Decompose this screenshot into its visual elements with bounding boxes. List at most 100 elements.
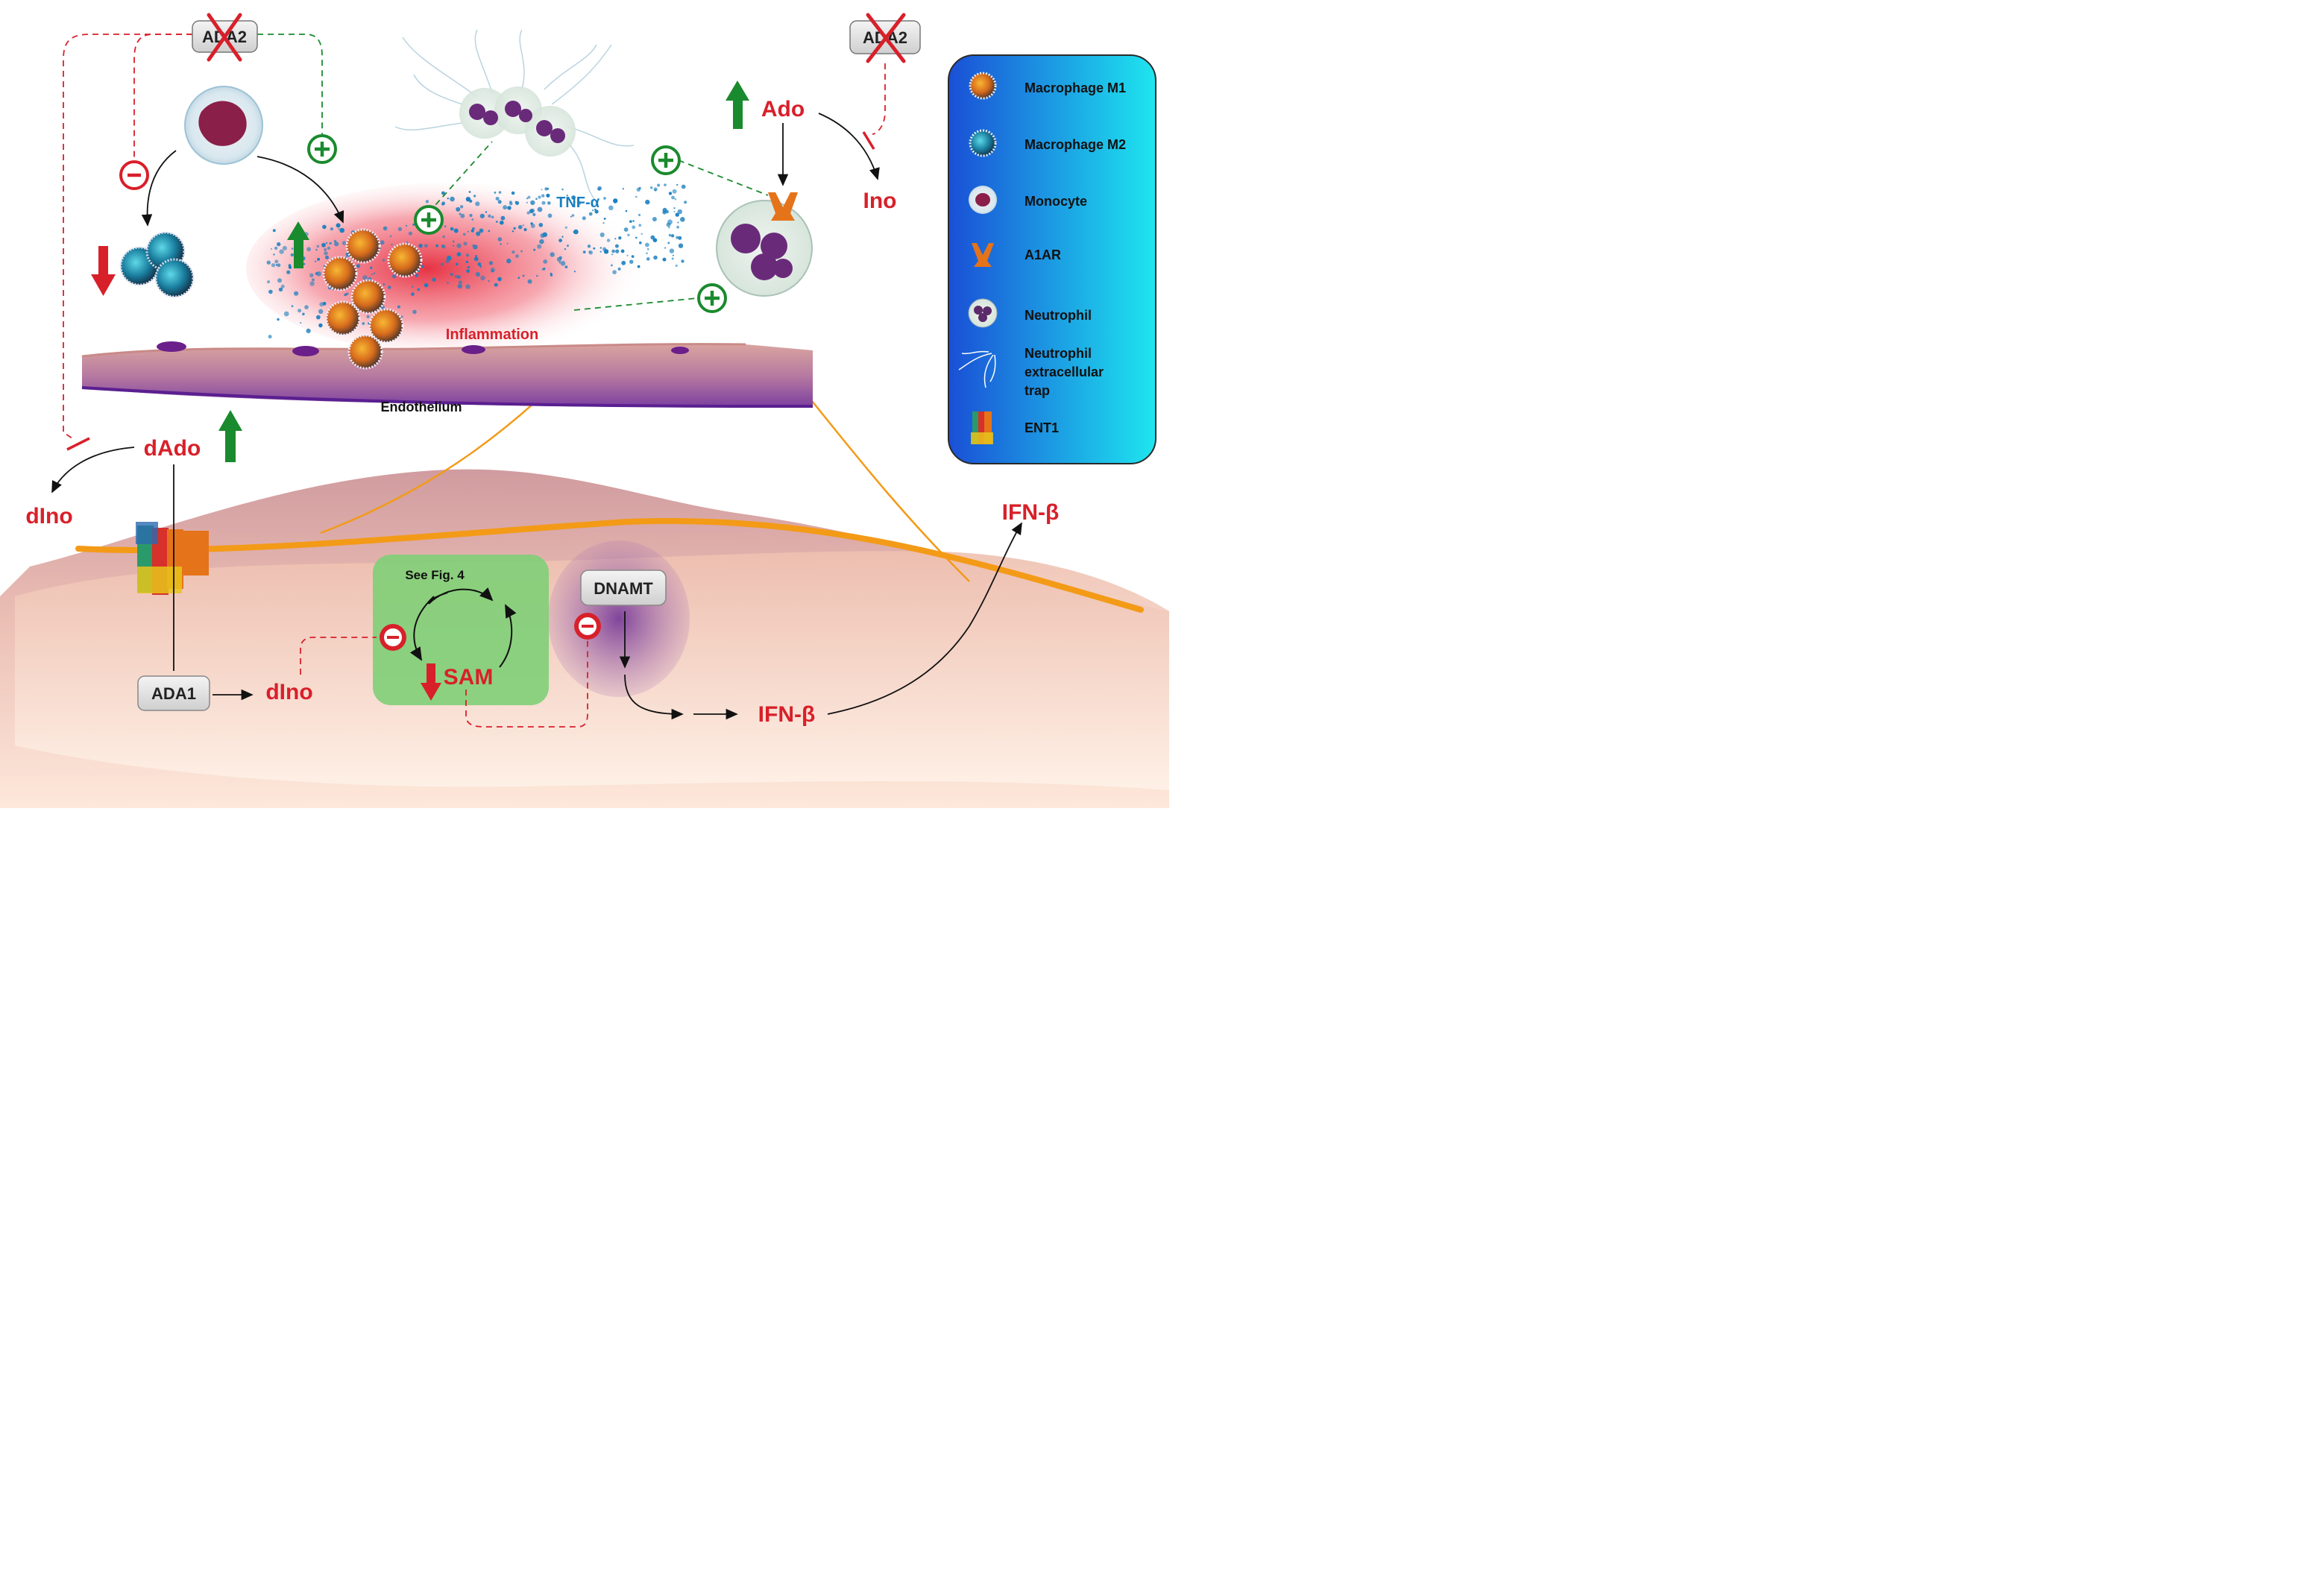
tnf-particle xyxy=(638,186,641,190)
tnf-particle xyxy=(334,242,339,247)
tnf-particle xyxy=(602,221,605,224)
tnf-particle xyxy=(632,225,636,230)
tnf-particle xyxy=(278,287,283,292)
tnf-particle xyxy=(667,242,670,245)
dnamt-label: DNAMT xyxy=(594,579,653,598)
tnf-particle xyxy=(488,230,491,233)
tnf-particle xyxy=(599,232,605,238)
ifn-beta-outer-label: IFN-β xyxy=(1002,500,1060,525)
tnf-particle xyxy=(342,241,347,245)
tnf-particle xyxy=(677,221,679,224)
tnf-particle xyxy=(460,213,465,218)
tnf-particle xyxy=(627,233,630,236)
tnf-particle xyxy=(532,212,536,216)
legend-label-neutrophil: Neutrophil xyxy=(1025,308,1092,323)
tnf-alpha-particles xyxy=(266,183,687,339)
tnf-particle xyxy=(645,242,649,247)
tnf-particle xyxy=(611,264,613,267)
tnf-particle xyxy=(558,239,562,242)
tnf-particle xyxy=(506,242,509,245)
tnf-particle xyxy=(536,274,538,277)
tnf-particle xyxy=(603,218,606,220)
tnf-particle xyxy=(623,227,629,232)
macrophage-m2-cluster xyxy=(119,231,195,298)
tnf-particle xyxy=(561,188,564,191)
tnf-particle xyxy=(456,243,462,248)
tnf-particle xyxy=(315,248,318,251)
sam-inhibit-dnamt-line xyxy=(465,637,588,728)
tnf-particle xyxy=(677,209,682,215)
tnf-particle xyxy=(412,223,415,226)
tnf-particle xyxy=(479,265,482,268)
ado-increase-arrow xyxy=(726,81,749,129)
neutrophil-icon xyxy=(968,298,998,328)
tnf-particle xyxy=(312,278,315,282)
tnf-particle xyxy=(370,266,373,269)
tnf-particle xyxy=(573,271,576,273)
tnf-particle xyxy=(318,309,324,314)
tnf-particle xyxy=(674,198,677,201)
ada2-inhibit-dado-line xyxy=(63,34,192,441)
tnf-particle xyxy=(412,309,417,315)
ent1-transporter xyxy=(136,522,209,595)
ado-label: Ado xyxy=(761,97,805,122)
tnf-particle xyxy=(441,191,445,195)
tnf-particle xyxy=(520,250,523,253)
tnf-particle xyxy=(465,253,470,257)
neutrophil-large xyxy=(716,192,813,297)
plus-badge-ada2-m1 xyxy=(307,134,337,164)
tnf-particle xyxy=(338,228,340,230)
tnf-particle xyxy=(400,315,403,318)
tnf-particle xyxy=(417,288,421,291)
tnf-particle xyxy=(454,274,459,278)
dnamt-to-ifn-arrow-1 xyxy=(624,674,684,720)
tnf-particle xyxy=(592,209,594,212)
tnf-particle xyxy=(638,213,641,216)
tnf-particle xyxy=(577,201,582,206)
tnf-particle xyxy=(415,274,419,277)
tnf-particle xyxy=(388,286,391,289)
tnf-particle xyxy=(550,274,553,277)
tnf-particle xyxy=(314,260,317,262)
ada1-box xyxy=(137,675,210,711)
tnf-particle xyxy=(684,201,687,204)
ado-to-ino-arrow xyxy=(818,113,880,180)
tnf-particle xyxy=(329,242,332,245)
tnf-particle xyxy=(646,252,648,254)
tnf-particle xyxy=(672,189,677,194)
dado-label: dAdo xyxy=(144,436,201,461)
tnf-particle xyxy=(594,209,599,214)
tnf-particle xyxy=(291,305,294,308)
tnf-particle xyxy=(573,229,579,235)
tnf-particle xyxy=(594,208,597,211)
tnf-particle xyxy=(309,273,314,278)
tnf-particle xyxy=(274,246,278,250)
tnf-particle xyxy=(615,249,620,253)
tnf-particle xyxy=(330,227,333,231)
tnf-particle xyxy=(465,284,471,289)
tnf-particle xyxy=(606,239,611,242)
tnf-particle xyxy=(509,201,512,204)
tnf-particle xyxy=(327,246,331,250)
plus-badge-net xyxy=(414,205,444,235)
legend-label-macrophage-m2: Macrophage M2 xyxy=(1025,137,1126,152)
endothelium-label: Endothelium xyxy=(381,400,462,414)
tnf-particle xyxy=(614,238,617,240)
m2-decrease-arrow xyxy=(91,246,116,296)
tnf-particle xyxy=(511,191,515,195)
tnf-particle xyxy=(268,289,273,294)
monocyte-icon xyxy=(969,186,997,214)
tnf-particle xyxy=(645,199,650,205)
tnf-particle xyxy=(485,211,488,213)
tnf-particle xyxy=(625,209,628,212)
tnf-particle xyxy=(445,259,450,264)
tnf-particle xyxy=(315,271,318,276)
tnf-particle xyxy=(541,189,543,191)
minus-badge-dnamt xyxy=(574,613,601,640)
tnf-particle xyxy=(465,260,469,264)
plus-badge-a1ar xyxy=(651,145,681,175)
tnf-particle xyxy=(412,286,414,288)
ada2-inhibit-ado-line xyxy=(872,63,886,135)
